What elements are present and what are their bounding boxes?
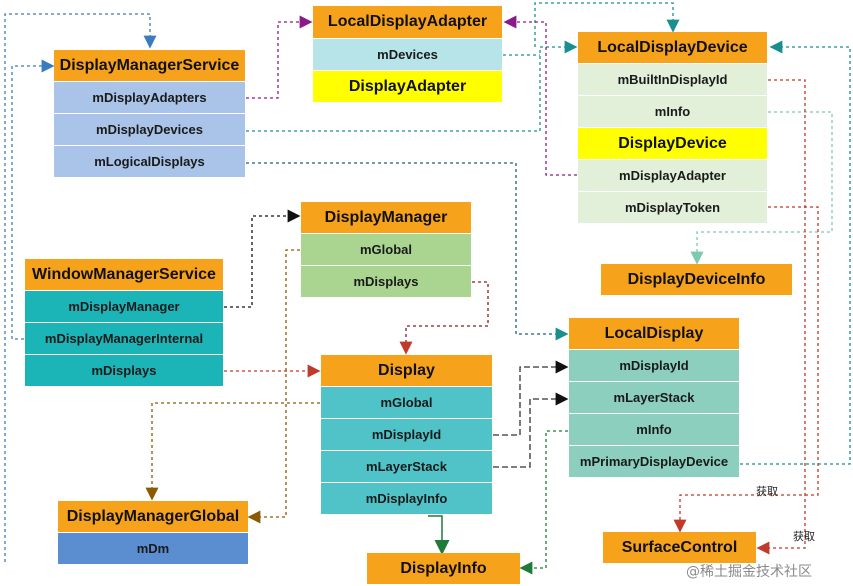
edge-label-get-1: 获取: [756, 485, 778, 498]
dm-field-displays: mDisplays: [301, 266, 471, 298]
edge-displayid-link: [493, 360, 569, 436]
display-field-global: mGlobal: [321, 387, 492, 419]
edge-devices-to-ldd: [246, 40, 578, 132]
edge-top-to-dms: [4, 13, 157, 562]
sc-title: SurfaceControl: [603, 532, 756, 564]
di-title: DisplayInfo: [367, 553, 520, 585]
local-display-box: LocalDisplay mDisplayId mLayerStack mInf…: [569, 318, 739, 478]
ld-field-layer-stack: mLayerStack: [569, 382, 739, 414]
edge-display-global-to-dmg: [145, 402, 320, 501]
ldd-title: LocalDisplayDevice: [578, 32, 767, 64]
dmg-field-dm: mDm: [58, 533, 248, 565]
ld-field-info: mInfo: [569, 414, 739, 446]
edge-displayinfo-to-di: [428, 515, 450, 555]
dmg-title: DisplayManagerGlobal: [58, 501, 248, 533]
wms-field-displays: mDisplays: [25, 355, 223, 387]
local-display-adapter-box: LocalDisplayAdapter mDevices DisplayAdap…: [313, 6, 502, 103]
edge-minfo-to-ddi: [690, 111, 833, 265]
lda-field-devices: mDevices: [313, 39, 502, 71]
window-manager-service-box: WindowManagerService mDisplayManager mDi…: [25, 259, 223, 387]
edge-dm-displays-to-display: [399, 281, 489, 355]
edge-builtin-to-sc: [756, 79, 806, 555]
ldd-field-display-adapter: mDisplayAdapter: [578, 160, 767, 192]
wms-title: WindowManagerService: [25, 259, 223, 291]
display-field-display-info: mDisplayInfo: [321, 483, 492, 515]
edge-adapters-to-lda: [246, 15, 313, 99]
lda-parent-display-adapter: DisplayAdapter: [313, 71, 502, 103]
dms-title: DisplayManagerService: [54, 50, 245, 82]
ld-field-primary-display-device: mPrimaryDisplayDevice: [569, 446, 739, 478]
ld-title: LocalDisplay: [569, 318, 739, 350]
dms-field-display-adapters: mDisplayAdapters: [54, 82, 245, 114]
dms-field-logical-displays: mLogicalDisplays: [54, 146, 245, 178]
dm-title: DisplayManager: [301, 202, 471, 234]
surface-control-box: SurfaceControl: [603, 532, 756, 564]
display-manager-service-box: DisplayManagerService mDisplayAdapters m…: [54, 50, 245, 178]
edge-label-get-2: 获取: [793, 530, 815, 543]
wms-field-display-manager: mDisplayManager: [25, 291, 223, 323]
edge-token-to-sc: [673, 206, 819, 533]
ld-field-display-id: mDisplayId: [569, 350, 739, 382]
watermark: @稀土掘金技术社区: [686, 564, 812, 580]
display-title: Display: [321, 355, 492, 387]
ldd-field-info: mInfo: [578, 96, 767, 128]
display-box: Display mGlobal mDisplayId mLayerStack m…: [321, 355, 492, 515]
display-manager-box: DisplayManager mGlobal mDisplays: [301, 202, 471, 298]
dms-field-display-devices: mDisplayDevices: [54, 114, 245, 146]
ldd-field-builtin-display-id: mBuiltInDisplayId: [578, 64, 767, 96]
display-info-box: DisplayInfo: [367, 553, 520, 585]
ldd-parent-display-device: DisplayDevice: [578, 128, 767, 160]
edge-dm-global-to-dmg: [247, 249, 300, 524]
display-field-display-id: mDisplayId: [321, 419, 492, 451]
local-display-device-box: LocalDisplayDevice mBuiltInDisplayId mIn…: [578, 32, 767, 224]
display-field-layer-stack: mLayerStack: [321, 451, 492, 483]
ldd-field-display-token: mDisplayToken: [578, 192, 767, 224]
lda-title: LocalDisplayAdapter: [313, 6, 502, 39]
edge-ldd-adapter-to-lda: [503, 15, 577, 176]
display-manager-global-box: DisplayManagerGlobal mDm: [58, 501, 248, 565]
edge-wms-dm-to-dm: [224, 209, 301, 308]
edge-wms-internal-to-dms: [11, 59, 55, 340]
ddi-title: DisplayDeviceInfo: [601, 264, 792, 296]
edge-layerstack-link: [493, 392, 569, 468]
dm-field-global: mGlobal: [301, 234, 471, 266]
edge-logical-to-ld: [246, 162, 569, 341]
wms-field-display-manager-internal: mDisplayManagerInternal: [25, 323, 223, 355]
display-device-info-box: DisplayDeviceInfo: [601, 264, 792, 296]
edge-primary-to-ldd: [740, 40, 851, 465]
edge-ld-info-to-di: [519, 430, 568, 575]
